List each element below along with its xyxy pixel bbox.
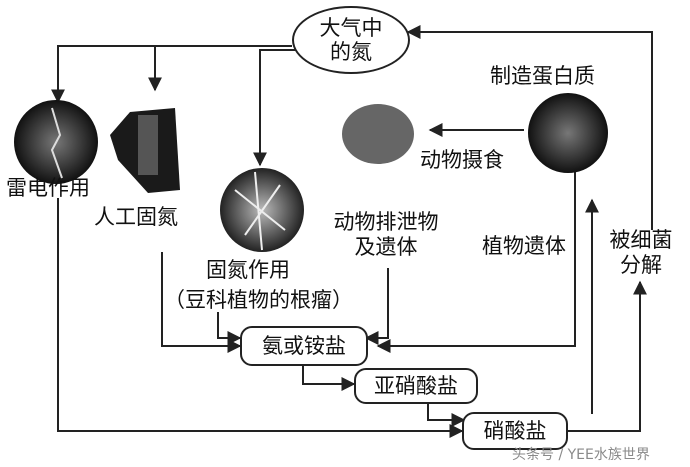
nitrite-box: 亚硝酸盐 (354, 368, 478, 404)
bacteria-line-2: 分解 (620, 253, 662, 278)
animal-eating-label: 动物摄食 (420, 148, 504, 172)
nitrate-box: 硝酸盐 (462, 412, 568, 450)
industrial-fixation-label: 人工固氮 (94, 205, 178, 229)
lightning-label: 雷电作用 (6, 176, 90, 200)
atmosphere-line-1: 大气中 (319, 15, 383, 40)
atmosphere-line-2: 的氮 (330, 40, 372, 64)
ammonia-box: 氨或铵盐 (240, 326, 368, 366)
legume-nodule-note: （豆科植物的根瘤） (164, 288, 353, 312)
watermark: 头条号 / YEE水族世界 (512, 447, 650, 463)
biological-fixation-label: 固氮作用 (206, 258, 290, 282)
bacteria-line-1: 被细菌 (609, 228, 673, 252)
animal-waste-label: 动物排泄物 及遗体 (322, 210, 450, 260)
atmosphere-nitrogen-node: 大气中 的氮 (292, 6, 410, 74)
bacterial-decomposition-label: 被细菌 分解 (598, 228, 684, 278)
plant-remains-label: 植物遗体 (482, 234, 566, 258)
protein-label: 制造蛋白质 (490, 64, 595, 88)
plant-photo (528, 93, 608, 173)
cattle-photo (342, 104, 414, 164)
animal-waste-line-2: 及遗体 (354, 235, 418, 260)
animal-waste-line-1: 动物排泄物 (333, 210, 439, 234)
